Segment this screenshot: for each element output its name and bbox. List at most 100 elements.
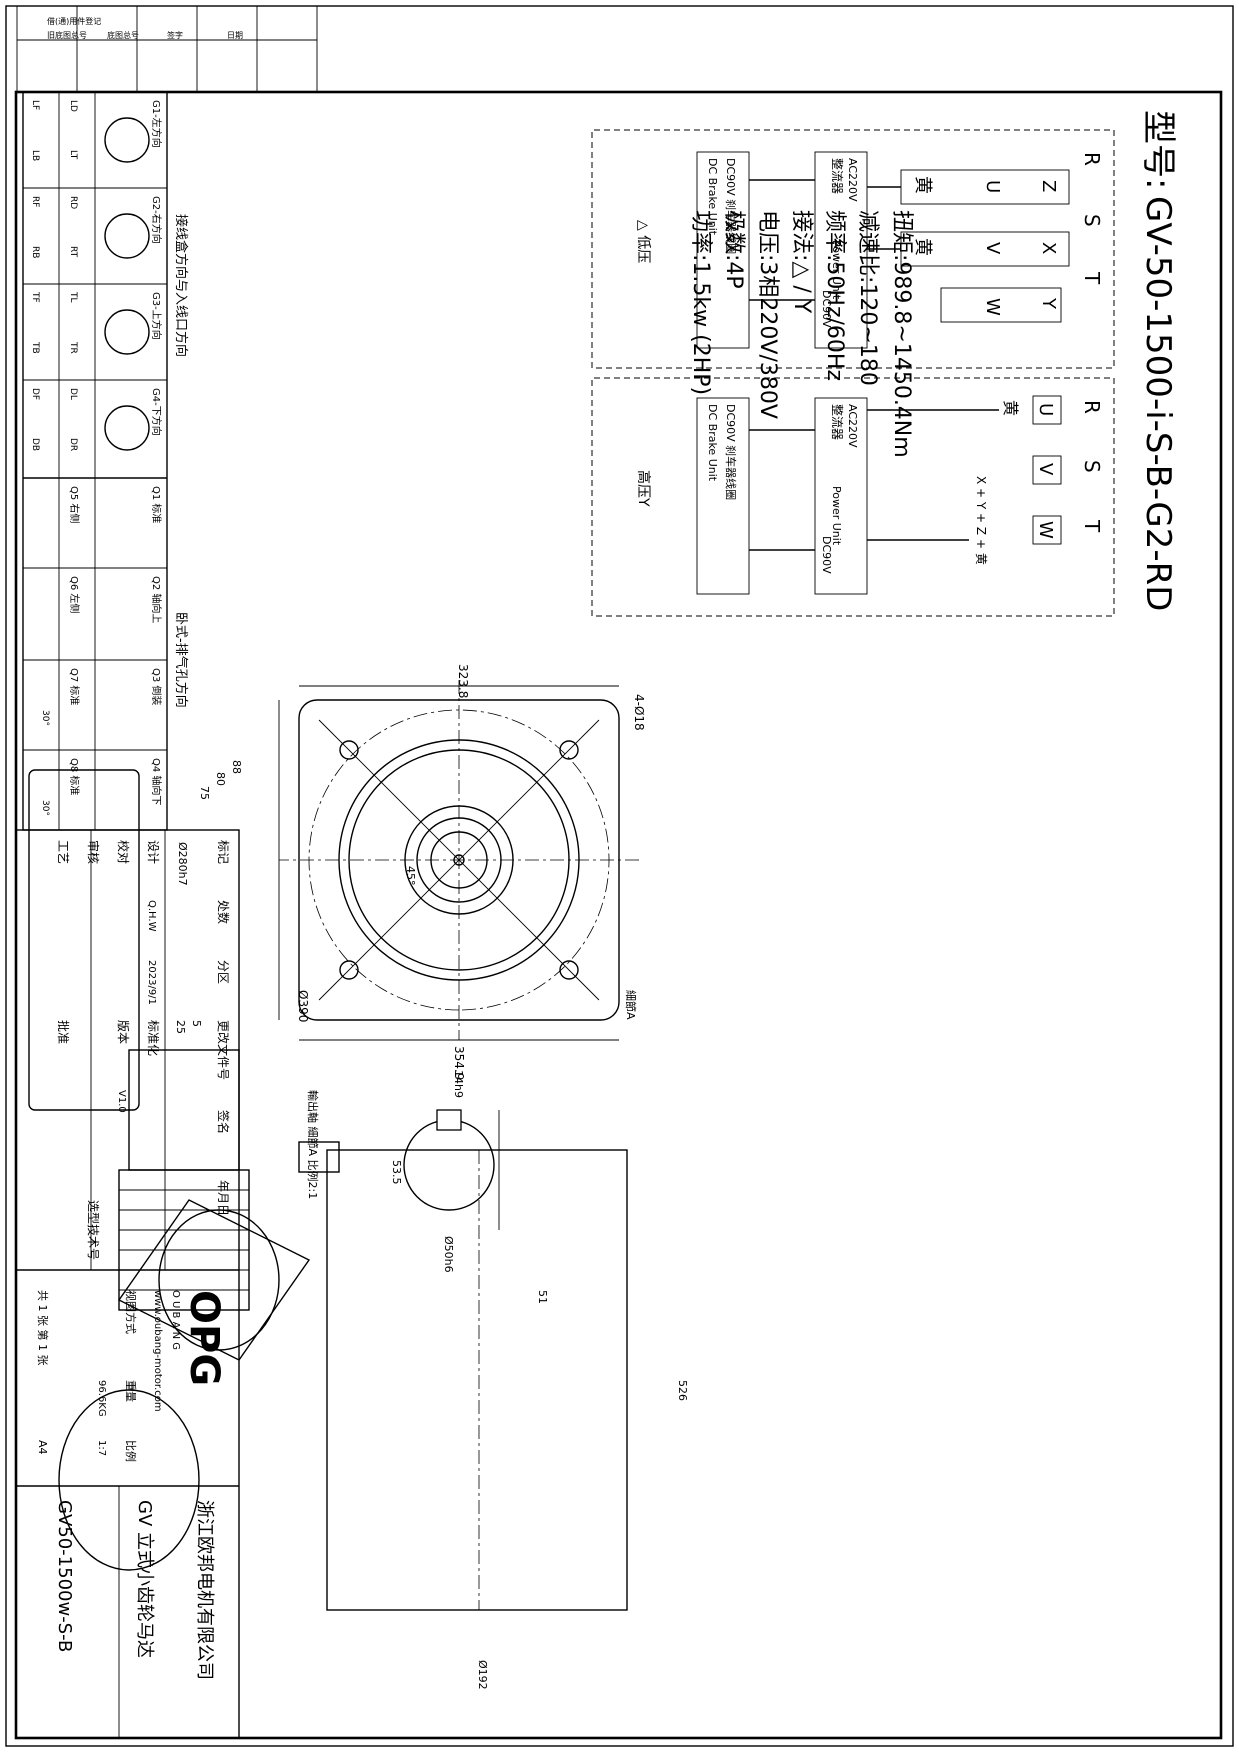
- low-rect-1: 整流器: [830, 158, 845, 194]
- orient-g1: G1-左方向: [150, 100, 163, 148]
- mount-q8: Q8 标准: [68, 758, 80, 795]
- dim-flange-square: 323.8: [456, 664, 470, 698]
- wiring-low-voltage: R S T Z U 黄 X V 黄 Y W AC220V 整流器 Power U…: [591, 129, 1115, 369]
- tb-date-value: 2023/9/1: [146, 960, 157, 1005]
- high-term-s: S: [1080, 460, 1104, 473]
- low-rect-3: DC90V: [820, 290, 833, 328]
- dim-shaft-88: 88: [230, 760, 243, 774]
- spec-ratio: 减速比:120~180: [855, 210, 880, 386]
- low-mode: △ 低压: [635, 220, 651, 263]
- tb-change: 更改文件号: [216, 1020, 231, 1080]
- low-u: U: [982, 180, 1003, 193]
- low-rect-2: Power Unit: [830, 240, 843, 300]
- spec-torque: 扭矩:989.8~1450.4Nm: [889, 210, 914, 458]
- strip-label-2: 底图总号: [107, 30, 139, 40]
- flange-front-view: 323.8 354.9 4-Ø18 Ø390 45° 細節A: [278, 664, 646, 1080]
- dim-pcd: Ø390: [296, 990, 310, 1022]
- low-z: Z: [1038, 180, 1059, 192]
- tb-role-approve: 批准: [56, 1020, 71, 1044]
- tb-role-check: 校对: [116, 840, 131, 864]
- orient-g3: G3-上方向: [150, 292, 163, 340]
- code-rb: RB: [30, 246, 40, 258]
- outer-border: [5, 5, 1234, 1747]
- tb-date: 年月日: [216, 1180, 230, 1216]
- mount-q3: Q3 倒装: [150, 668, 163, 705]
- code-lt: LT: [68, 150, 78, 160]
- low-x: X: [1038, 242, 1059, 254]
- high-brake-1: DC Brake Unit: [706, 404, 719, 482]
- tb-view-label: 视图方式: [124, 1290, 138, 1334]
- code-ld: LD: [68, 100, 78, 112]
- tb-tech-no: 选型技术号: [86, 1200, 100, 1260]
- tb-count: 处数: [216, 900, 231, 924]
- code-rf: RF: [30, 196, 40, 207]
- mount-q7: Q7 标准: [68, 668, 80, 705]
- strip-label-3: 签字: [167, 30, 183, 40]
- high-term-r: R: [1080, 400, 1104, 414]
- brand-logo: OPG: [181, 1290, 227, 1386]
- high-v: V: [1035, 463, 1056, 476]
- tb-drawing-no: GV50-1500w-S-B: [54, 1500, 75, 1652]
- code-dl: DL: [68, 388, 78, 400]
- orientation-table: 接线盒方向与入线口方向 卧式-排气孔方向 G1-左方向 G2-右方向 G3-上方…: [22, 91, 189, 831]
- tb-role-review: 审核: [86, 840, 101, 864]
- strip-label-1: 旧底图总号: [47, 30, 87, 40]
- low-brake-0: DC90V 刹车器线圈: [724, 158, 738, 254]
- brand-sub: O U B A N G: [170, 1290, 181, 1350]
- code-tf: TF: [30, 291, 40, 303]
- low-term-t: T: [1080, 271, 1104, 285]
- strip-label-4: 日期: [227, 31, 243, 40]
- tb-role-version: 版本: [116, 1020, 130, 1044]
- low-yellow-1: 黄: [912, 176, 933, 194]
- margin-strip: 借(通)用件登记 旧底图总号 底图总号 签字 日期: [16, 5, 318, 93]
- motor-vertical-view: 51 526 Ø192: [298, 1141, 689, 1690]
- low-term-r: R: [1080, 152, 1104, 166]
- high-star-chain: X + Y + Z + 黄: [974, 476, 988, 565]
- mount-q2: Q2 轴向上: [150, 576, 163, 623]
- tb-role-design: 设计: [146, 840, 160, 864]
- detail-a: 細節A: [624, 990, 638, 1020]
- dim-offset: 51: [536, 1290, 549, 1304]
- dim-shaft-out: Ø50h6: [442, 1236, 455, 1273]
- mount-q5: Q5 右侧: [68, 486, 81, 523]
- code-rd: RD: [68, 196, 78, 209]
- dim-key-depth: 53.5: [390, 1160, 403, 1185]
- high-rect-3: DC90V: [820, 536, 833, 574]
- dim-motor-dia: Ø192: [476, 1660, 489, 1690]
- orient-title-install: 卧式-排气孔方向: [173, 612, 189, 708]
- code-lb: LB: [30, 150, 40, 161]
- tb-version-value: V1.0: [116, 1090, 127, 1113]
- spec-poles: 极数:4P: [721, 210, 746, 289]
- dim-angle: 45°: [404, 866, 417, 886]
- code-lf: LF: [30, 100, 40, 110]
- code-df: DF: [30, 388, 40, 400]
- spec-voltage: 电压:3相220V/380V: [755, 210, 780, 419]
- high-brake-0: DC90V 刹车器线圈: [724, 404, 738, 500]
- dim-key-width: 14h9: [452, 1070, 465, 1098]
- tb-sign: 签名: [216, 1110, 231, 1134]
- spec-frequency: 频率:50Hz/60Hz: [822, 210, 847, 381]
- tb-scale-label: 比例: [124, 1440, 138, 1462]
- dim-thk-5: 5: [190, 1020, 203, 1027]
- spec-list: 功率:1.5kw (2HP) 极数:4P 电压:3相220V/380V 接法:△…: [688, 210, 914, 458]
- dim-thk-25: 25: [174, 1020, 187, 1034]
- code-rt: RT: [68, 246, 78, 258]
- tb-company: 浙江欧邦电机有限公司: [194, 1500, 215, 1680]
- code-dr: DR: [68, 438, 78, 451]
- tb-paper: A4: [36, 1440, 49, 1455]
- orient-g4: G4-下方向: [150, 388, 163, 436]
- tb-role-craft: 工艺: [56, 840, 70, 864]
- code-tb: TB: [30, 341, 40, 354]
- brand-website: www.oubang-motor.com: [152, 1290, 163, 1412]
- mount-q6: Q6 左侧: [68, 576, 81, 613]
- tb-designer: Q.H.W: [146, 900, 157, 932]
- orient-g2: G2-右方向: [150, 196, 163, 244]
- tb-weight-label: 重量: [124, 1380, 138, 1402]
- tb-role-std: 标准化: [146, 1020, 160, 1056]
- low-yellow-2: 黄: [912, 238, 933, 256]
- wiring-high-voltage: R S T U V W 黄 X + Y + Z + 黄 AC220V 整流器 P…: [591, 377, 1115, 617]
- dim-holes: 4-Ø18: [632, 694, 646, 731]
- tb-scale: 1:7: [96, 1440, 107, 1456]
